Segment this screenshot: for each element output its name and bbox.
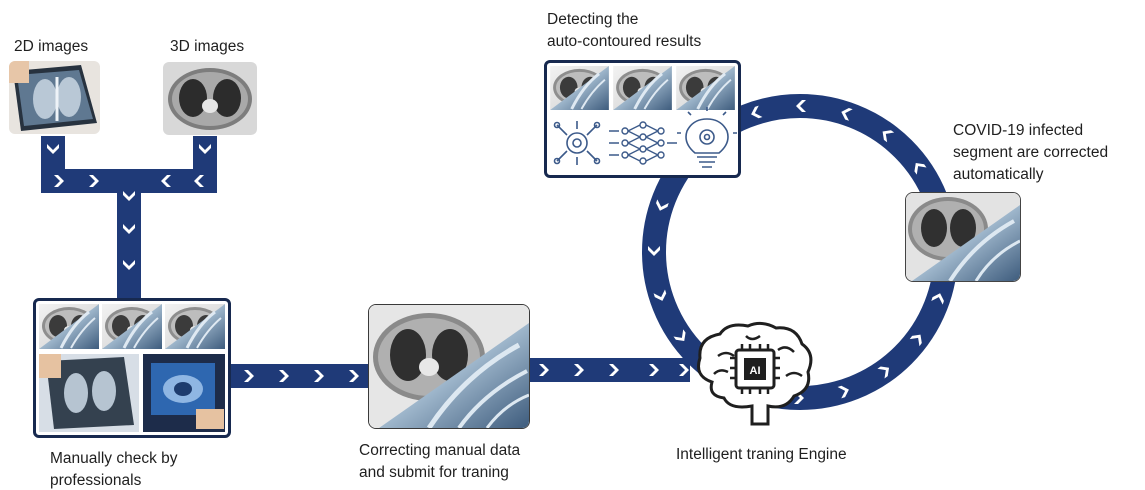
- xray-photo-icon: [9, 61, 100, 134]
- label-3d-images: 3D images: [170, 38, 245, 55]
- manual-check-graphic: [39, 304, 225, 432]
- ai-chip-label: AI: [750, 365, 761, 377]
- label-manual-check: Manually check by professionals: [50, 450, 178, 489]
- ct-scan-graphic: [163, 62, 257, 135]
- correcting-graphic: [369, 305, 529, 428]
- arrow-band-to-engine: [525, 358, 690, 382]
- xray-photo-graphic: [9, 61, 100, 134]
- lightbulb-gear-icon: [677, 107, 737, 168]
- label-detecting: Detecting the auto-contoured results: [547, 11, 702, 50]
- label-covid-corrected: COVID-19 infected segment are corrected …: [953, 122, 1109, 183]
- manual-check-panel: [33, 298, 231, 438]
- correcting-image: [368, 304, 530, 429]
- covid-segment-image: [905, 192, 1021, 282]
- arrow-band-left-tree: [41, 136, 217, 298]
- brain-ai-graphic: AI: [697, 321, 813, 426]
- gear-network-icon: [553, 121, 601, 165]
- label-engine: Intelligent traning Engine: [676, 446, 847, 463]
- detecting-graphic: [550, 66, 737, 168]
- label-2d-images: 2D images: [14, 38, 89, 55]
- label-correcting: Correcting manual data and submit for tr…: [359, 442, 521, 481]
- covid-segment-graphic: [906, 193, 1020, 281]
- ct-scan-icon: [163, 62, 257, 135]
- detecting-panel: [544, 60, 741, 178]
- neural-network-icon: [609, 121, 677, 165]
- brain-ai-icon: AI: [690, 320, 820, 430]
